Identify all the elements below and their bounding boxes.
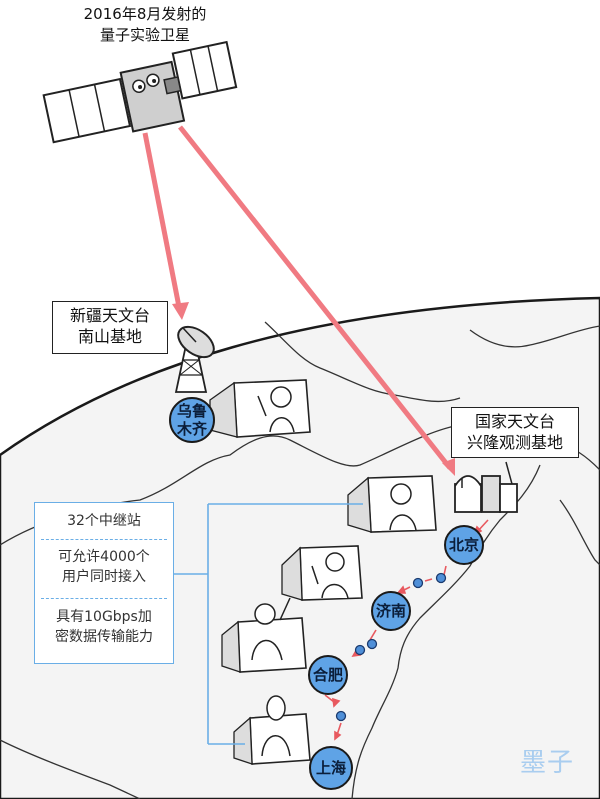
beam-to-xinglong xyxy=(178,125,452,470)
xinglong-line1: 国家天文台 xyxy=(474,412,555,431)
city-label-urumqi-1: 乌鲁 xyxy=(177,402,207,420)
east-border xyxy=(469,325,600,348)
beam-arrow-xinglong xyxy=(442,458,455,476)
city-label-beijing: 北京 xyxy=(449,536,479,554)
nanshan-line1: 新疆天文台 xyxy=(69,306,150,325)
nanshan-line2: 南山基地 xyxy=(77,327,142,346)
relay-count: 32个中继站 xyxy=(67,513,141,529)
divider xyxy=(41,539,167,540)
info-bracket xyxy=(172,503,363,745)
west-border xyxy=(0,739,141,799)
satellite-title: 2016年8月发射的 量子实验卫星 xyxy=(60,4,230,46)
satellite-icon xyxy=(42,40,238,144)
relay-dot xyxy=(335,710,347,722)
satellite-title-line1: 2016年8月发射的 xyxy=(83,5,207,23)
person-panel-urumqi xyxy=(209,379,311,438)
relay-stations xyxy=(335,572,447,722)
observatory-icon xyxy=(454,461,518,513)
relay-dot xyxy=(412,577,424,589)
divider xyxy=(41,598,167,599)
relay-dot xyxy=(435,572,447,584)
coastline xyxy=(351,464,541,799)
transmission-rate-line2: 密数据传输能力 xyxy=(55,629,153,645)
city-jinan: 济南 xyxy=(371,591,411,631)
city-hefei: 合肥 xyxy=(308,655,348,695)
city-shanghai: 上海 xyxy=(309,746,353,790)
person-panel-jinan xyxy=(281,545,363,601)
transmission-rate: 具有10Gbps加 密数据传输能力 xyxy=(35,607,173,647)
north-border xyxy=(264,321,461,403)
brand-logo: 墨子 xyxy=(520,748,575,778)
relay-dot xyxy=(366,638,378,650)
city-urumqi: 乌鲁 木齐 xyxy=(169,397,215,443)
nanshan-station-label: 新疆天文台 南山基地 xyxy=(52,301,168,354)
beam-to-nanshan xyxy=(142,132,183,313)
person-panel-shanghai xyxy=(233,695,311,765)
person-panel-beijing xyxy=(347,475,437,533)
city-label-shanghai: 上海 xyxy=(316,759,346,777)
user-capacity-line2: 用户同时接入 xyxy=(62,569,146,585)
xinglong-station-label: 国家天文台 兴隆观测基地 xyxy=(451,407,579,458)
user-capacity: 可允许4000个 用户同时接入 xyxy=(35,547,173,587)
transmission-rate-line1: 具有10Gbps加 xyxy=(56,609,152,625)
korea-coast xyxy=(559,499,600,566)
relay-link xyxy=(324,519,489,741)
xinglong-line2: 兴隆观测基地 xyxy=(466,433,563,452)
city-label-urumqi-2: 木齐 xyxy=(176,420,208,438)
beam-arrow-nanshan xyxy=(172,302,189,320)
city-label-hefei: 合肥 xyxy=(312,666,343,684)
radio-telescope-icon xyxy=(174,325,215,393)
city-beijing: 北京 xyxy=(444,525,484,565)
user-capacity-line1: 可允许4000个 xyxy=(58,549,150,565)
city-label-jinan: 济南 xyxy=(376,602,406,620)
satellite-title-line2: 量子实验卫星 xyxy=(99,26,190,44)
relay-dot xyxy=(354,644,366,656)
person-panel-hefei xyxy=(221,597,307,673)
network-info-panel: 32个中继站 可允许4000个 用户同时接入 具有10Gbps加 密数据传输能力 xyxy=(34,502,174,664)
